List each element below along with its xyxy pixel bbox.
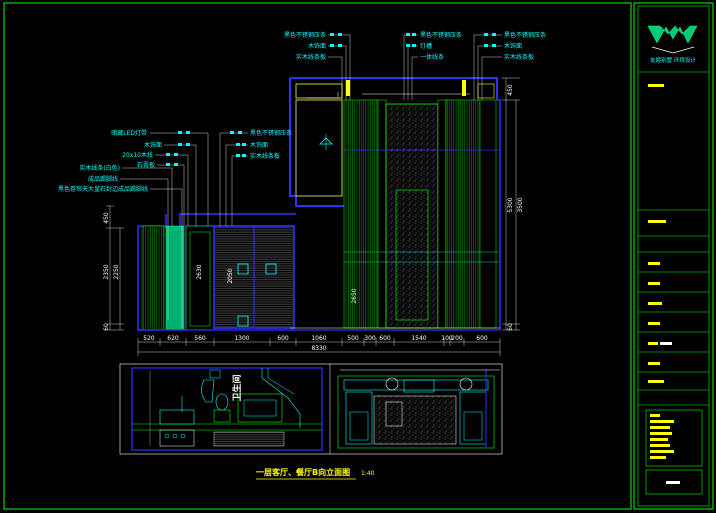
annotation-label: 成品踢脚线: [88, 175, 118, 183]
drawing-title: 一层客厅、餐厅B向立面图: [256, 467, 350, 477]
dimension-label: 5300: [507, 197, 514, 212]
title-block: 友睦别墅 环境设计: [638, 25, 709, 495]
annotation-label: 实木线条板: [250, 152, 280, 160]
drawing-number-box: [645, 469, 703, 495]
annotation-label: 木饰面: [308, 42, 326, 50]
title-block-field: [660, 342, 672, 345]
main-elevation: [137, 77, 501, 331]
title-block-field: [648, 282, 660, 285]
dimension-label: 60: [507, 323, 514, 331]
dimension-label: 2250: [113, 264, 120, 279]
annotation-group-top-mid: 黑色不锈钢压条 灯槽 一体线条: [403, 31, 462, 100]
feature-wall-right-stripes: [445, 99, 481, 329]
dimension-label: 2050: [227, 268, 234, 283]
annotation-label: 木饰面: [504, 42, 522, 50]
annotation-group-top-left: 黑色不锈钢压条 木饰面 实木线条板: [284, 31, 351, 100]
annotation-label: 实木线条板: [296, 53, 326, 61]
annotations: 暗藏LED灯带 木饰面 20x10木线 石膏板 实木线条(白色) 成品踢脚线 黑…: [58, 31, 546, 328]
plan-detail: 卫生间: [119, 363, 503, 455]
feature-wall-left-stripes: [343, 99, 379, 329]
annotation-group-top-right: 黑色不锈钢压条 木饰面 实木线条板: [473, 31, 546, 100]
dimension-bottom: [137, 338, 501, 356]
dimension-label: 450: [507, 84, 514, 96]
plan-frame: [119, 363, 503, 455]
dimension-right-labels: 450 5300 3500 60: [507, 84, 524, 331]
annotation-label: 黑色不锈钢压条: [420, 31, 462, 39]
annotation-label: 木饰面: [250, 141, 268, 149]
dimension-label: 500: [347, 335, 359, 342]
company-name: 友睦别墅 环境设计: [650, 56, 696, 64]
dimension-left-labels: 450 2350 2250 60: [103, 212, 120, 331]
annotation-label: 木饰面: [144, 141, 162, 149]
dimension-label: 1300: [234, 335, 249, 342]
dimension-bottom-labels: 520 620 560 1300 600 1060 500 300 600 15…: [143, 335, 488, 352]
dimension-label: 1060: [311, 335, 326, 342]
drawing-frame: [3, 2, 714, 510]
annotation-label: 20x10木线: [122, 151, 153, 159]
annotation-label: 暗藏LED灯带: [111, 129, 147, 137]
dimension-label: 2650: [351, 288, 358, 303]
living-room-plan: [337, 369, 500, 449]
annotation-label: 实木线条(白色): [79, 164, 120, 172]
annotation-label: 黑色不锈钢压条: [284, 31, 326, 39]
bathroom-plan: 卫生间: [131, 367, 323, 451]
company-logo: [647, 25, 698, 54]
title-block-field: [648, 84, 664, 87]
title-block-field: [648, 220, 666, 223]
dimension-label: 3500: [517, 197, 524, 212]
annotation-group-left-mid: 黑色不锈钢压条 木饰面 实木线条板: [219, 129, 292, 226]
title-block-field: [648, 342, 658, 345]
dimension-label: 600: [476, 335, 488, 342]
dimension-total: 8330: [311, 345, 326, 352]
left-green-panel: [165, 225, 185, 331]
annotation-label: 一体线条: [420, 53, 444, 61]
bathroom-room-tag: 卫生间: [231, 374, 243, 401]
title-block-field: [648, 262, 660, 265]
dimension-label: 200: [451, 335, 463, 342]
annotation-group-left: 暗藏LED灯带 木饰面 20x10木线 石膏板 实木线条(白色) 成品踢脚线 黑…: [58, 129, 209, 328]
drawing-scale: 1:40: [361, 470, 375, 477]
dimension-label: 600: [277, 335, 289, 342]
dimension-label: 520: [143, 335, 155, 342]
dimension-label: 450: [103, 212, 110, 224]
dimension-label: 600: [379, 335, 391, 342]
drawing-title-block: 一层客厅、餐厅B向立面图 1:40: [256, 467, 375, 480]
title-block-notes: [645, 409, 703, 467]
dimension-label: 620: [167, 335, 179, 342]
annotation-label: 黑色不锈钢压条: [250, 129, 292, 137]
title-block-field: [648, 322, 660, 325]
annotation-label: 实木线条板: [504, 53, 534, 61]
dimension-label: 560: [194, 335, 206, 342]
dimension-label: 1540: [411, 335, 426, 342]
title-block-field: [648, 380, 664, 383]
stone-feature-panel: [385, 103, 439, 329]
dimension-label: 2630: [196, 264, 203, 279]
dimension-label: 60: [103, 323, 110, 331]
annotation-label: 黑色卷帘天大皇石封边成品踢脚线: [58, 185, 148, 193]
title-block-field: [648, 302, 662, 305]
dimension-label: 300: [364, 335, 376, 342]
annotation-label: 石膏板: [137, 161, 155, 169]
dimension-label: 100: [441, 335, 453, 342]
annotation-label: 黑色不锈钢压条: [504, 31, 546, 39]
dimension-left: [106, 205, 124, 331]
annotation-label: 灯槽: [420, 42, 432, 50]
dimension-right: [502, 77, 520, 331]
title-block-field: [648, 362, 660, 365]
dimension-label: 2350: [103, 264, 110, 279]
dimension-inner-labels: 2630 2050 2650: [196, 264, 358, 303]
